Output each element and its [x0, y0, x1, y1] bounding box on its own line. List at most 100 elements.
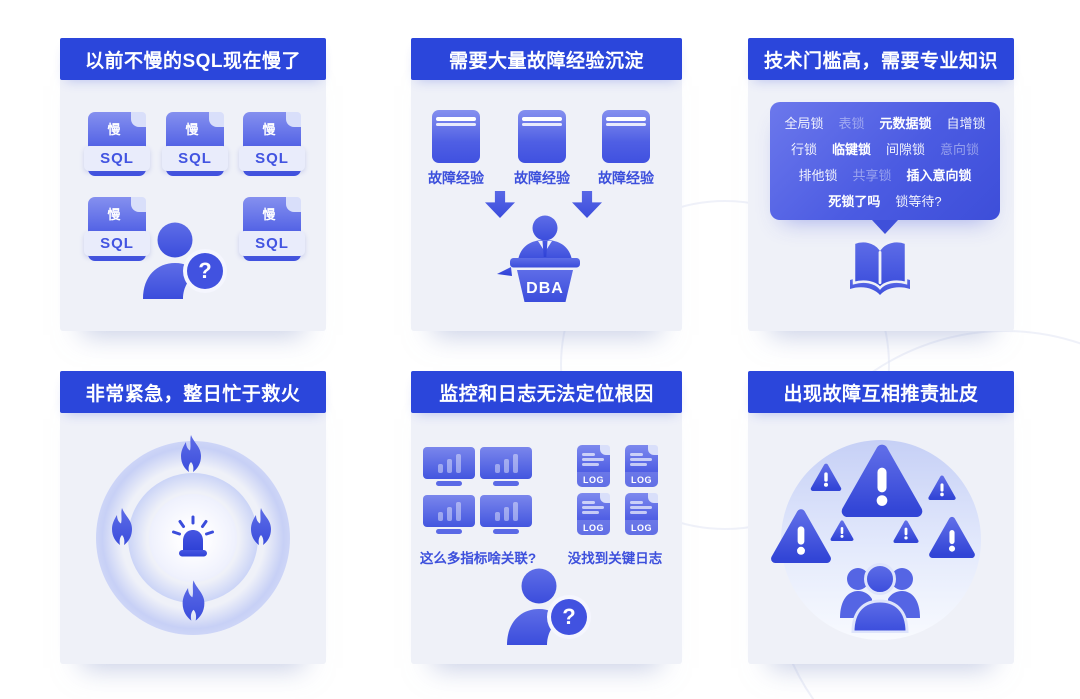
monitor-stand — [436, 481, 462, 486]
book-label: 故障经验 — [428, 170, 484, 186]
book-pages — [436, 117, 476, 121]
monitor-screen — [480, 447, 532, 479]
flame-icon — [244, 507, 278, 547]
lock-term: 临键锁 — [831, 141, 871, 157]
monitor-screen — [423, 495, 475, 527]
flame-icon — [175, 579, 212, 623]
lock-term: 行锁 — [790, 141, 817, 157]
book-label: 故障经验 — [514, 170, 570, 186]
chart-bar — [437, 464, 443, 473]
book-icon — [518, 110, 566, 163]
lock-term: 共享锁 — [852, 167, 892, 183]
doc-fold — [131, 112, 146, 127]
log-file-icon: LOG — [625, 445, 658, 487]
log-fold — [648, 493, 658, 503]
log-line — [582, 458, 604, 461]
siren-icon — [172, 515, 214, 557]
siren-rays — [172, 515, 214, 536]
doc-fold — [286, 112, 301, 127]
person-question-icon: ? — [135, 221, 227, 299]
lock-terms-row: 全局锁 表锁 元数据锁 自增锁 — [776, 113, 994, 132]
question-mark: ? — [562, 604, 576, 629]
chart-bar — [446, 459, 452, 473]
warning-triangle-icon — [928, 516, 976, 558]
log-file-icon: LOG — [625, 493, 658, 535]
log-line — [630, 453, 643, 456]
log-fold — [600, 493, 610, 503]
book-label: 故障经验 — [598, 170, 654, 186]
doc-label: 慢 — [107, 207, 121, 222]
monitor-icon — [423, 447, 475, 487]
log-line — [582, 453, 595, 456]
log-fold — [600, 445, 610, 455]
slow-sql-doc-icon: 慢 SQL — [162, 112, 228, 176]
warning-triangle-icon — [770, 508, 832, 563]
monitor-stand — [493, 529, 519, 534]
log-line — [582, 501, 595, 504]
log-line — [582, 506, 604, 509]
card-title-experience: 需要大量故障经验沉淀 — [411, 38, 682, 80]
log-badge: LOG — [577, 472, 610, 487]
chart-bar — [455, 454, 461, 473]
warning-triangle-icon — [830, 520, 854, 541]
log-badge: LOG — [625, 520, 658, 535]
log-fold — [648, 445, 658, 455]
book-pages — [606, 123, 646, 126]
question-badge: ? — [547, 595, 591, 639]
lock-term: 死锁了吗 — [828, 193, 881, 209]
chart-bar — [494, 464, 500, 473]
card-slow-sql: 以前不慢的SQL现在慢了 慢 SQL 慢 SQL 慢 SQL 慢 SQL 慢 S… — [60, 38, 326, 331]
question-mark: ? — [198, 258, 212, 283]
doc-label: 慢 — [107, 122, 121, 137]
warning-triangle-icon — [928, 475, 956, 500]
log-file-icon: LOG — [577, 493, 610, 535]
log-badge: LOG — [625, 472, 658, 487]
book-pages — [606, 117, 646, 121]
chart-bar — [455, 502, 461, 521]
warning-triangle-icon — [840, 443, 924, 517]
card-title-monitoring: 监控和日志无法定位根因 — [411, 371, 682, 413]
monitor-icon — [423, 495, 475, 535]
log-line — [582, 511, 599, 514]
lock-term: 表锁 — [838, 115, 865, 131]
monitor-stand — [493, 481, 519, 486]
dba-podium-icon: DBA — [497, 215, 580, 302]
chart-bar — [512, 502, 518, 521]
doc-label: 慢 — [185, 122, 199, 137]
log-line — [582, 463, 599, 466]
book-pages — [436, 123, 476, 126]
chart-bar — [446, 507, 452, 521]
card-experience: 需要大量故障经验沉淀 故障经验 故障经验 故障经验 DBA — [411, 38, 682, 331]
lock-term: 锁等待? — [895, 193, 942, 209]
slow-sql-doc-icon: 慢 SQL — [239, 197, 305, 261]
flame-icon — [174, 434, 208, 474]
sql-badge: SQL — [239, 231, 305, 256]
sql-badge: SQL — [84, 146, 150, 171]
card-firefighting: 非常紧急，整日忙于救火 — [60, 371, 326, 664]
doc-fold — [209, 112, 224, 127]
log-line — [630, 458, 652, 461]
card-blame: 出现故障互相推责扯皮 — [748, 371, 1014, 664]
monitor-stand — [436, 529, 462, 534]
card-title-knowledge: 技术门槛高，需要专业知识 — [748, 38, 1014, 80]
sql-badge: SQL — [84, 231, 150, 256]
log-line — [630, 463, 647, 466]
book-pages — [522, 123, 562, 126]
monitor-screen — [423, 447, 475, 479]
caption-metrics: 这么多指标啥关联? — [419, 551, 537, 566]
chart-bar — [503, 507, 509, 521]
card-knowledge: 技术门槛高，需要专业知识 全局锁 表锁 元数据锁 自增锁 行锁 临键锁 间隙锁 … — [748, 38, 1014, 331]
sql-badge: SQL — [239, 146, 305, 171]
log-badge: LOG — [577, 520, 610, 535]
log-file-icon: LOG — [577, 445, 610, 487]
lock-term: 间隙锁 — [886, 141, 926, 157]
log-line — [630, 501, 643, 504]
card-monitoring: 监控和日志无法定位根因 LOG LOG — [411, 371, 682, 664]
doc-label: 慢 — [262, 122, 276, 137]
chart-bar — [512, 454, 518, 473]
doc-fold — [131, 197, 146, 212]
flame-icon — [105, 507, 139, 547]
slow-sql-doc-icon: 慢 SQL — [84, 197, 150, 261]
doc-label: 慢 — [262, 207, 276, 222]
